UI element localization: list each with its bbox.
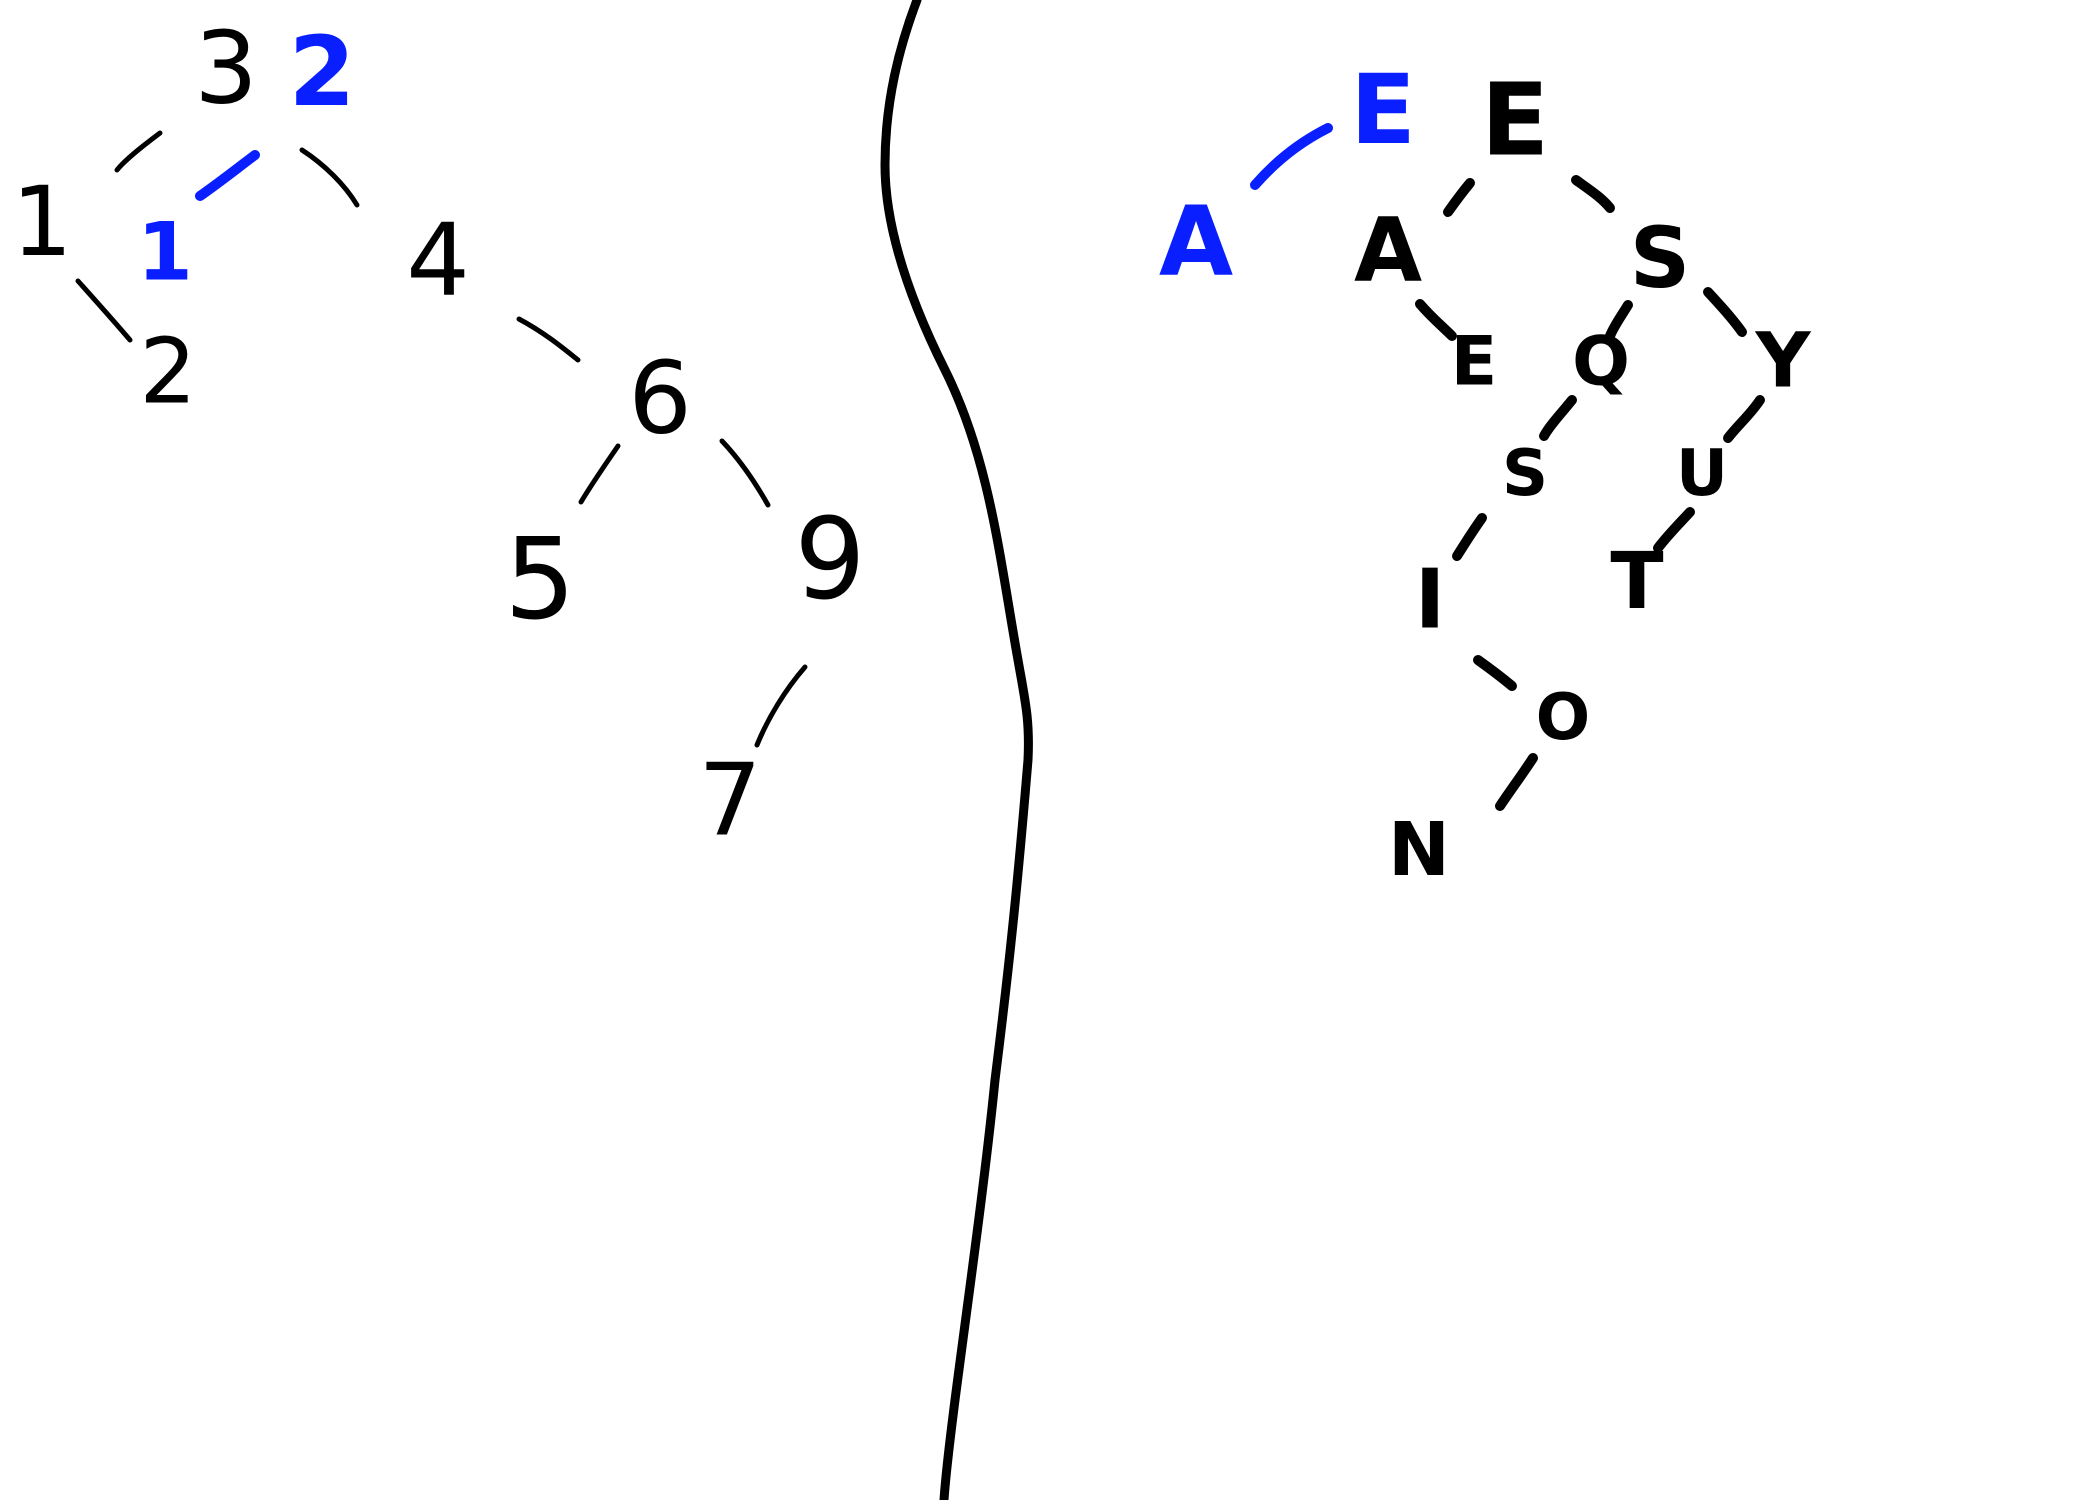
tree-edge-rEblue-rAblue (1250, 123, 1333, 190)
tree-node-n4: 4 (406, 202, 470, 319)
tree-edge-n3-n1a (114, 130, 163, 173)
tree-node-rEblue: E (1350, 54, 1416, 166)
tree-node-rO: O (1536, 681, 1590, 755)
tree-node-rN: N (1388, 807, 1450, 893)
tree-edge-n9-n7 (754, 664, 808, 748)
tree-edge-rQ-rS2 (1539, 395, 1577, 441)
tree-edge-rE-rA (1443, 178, 1475, 217)
tree-edge-n6-n9 (719, 438, 771, 508)
tree-node-rS1: S (1630, 209, 1691, 307)
tree-node-rU: U (1676, 437, 1728, 511)
tree-node-n1a: 1 (11, 166, 72, 278)
tree-edge-rO-rN (1495, 753, 1538, 811)
tree-edge-rA-rE2 (1415, 299, 1457, 341)
tree-edge-rE-rS1 (1571, 175, 1615, 213)
tree-edge-rS2-rI (1452, 513, 1487, 561)
tree-node-rI: I (1415, 553, 1446, 648)
tree-node-rAblue: A (1159, 186, 1233, 298)
tree-edge-rS1-rY (1703, 287, 1747, 337)
divider-line (880, 0, 1033, 1500)
tree-node-n3: 3 (194, 10, 258, 127)
tree-node-rY: Y (1754, 316, 1811, 405)
tree-node-rS2: S (1502, 437, 1548, 511)
tree-edge-n6-n5 (578, 443, 621, 505)
tree-node-n5: 5 (504, 515, 575, 645)
tree-node-n2bottom: 2 (139, 320, 196, 425)
tree-edge-n2top-n1b (195, 150, 260, 201)
tree-node-n2top: 2 (289, 16, 356, 128)
tree-edge-rS1-rQ (1605, 300, 1633, 341)
tree-node-rE2: E (1451, 323, 1497, 402)
tree-edge-rU-rT (1653, 507, 1695, 553)
tree-node-rA: A (1354, 199, 1422, 302)
tree-node-rE: E (1481, 62, 1549, 179)
tree-node-n6: 6 (628, 340, 692, 457)
tree-edge-n1a-n2bottom (75, 278, 133, 343)
tree-node-rT: T (1610, 537, 1663, 627)
tree-node-n9: 9 (794, 495, 865, 625)
tree-node-n7: 7 (698, 742, 762, 859)
tree-node-rQ: Q (1572, 323, 1630, 402)
tree-edge-n4-n6 (516, 316, 581, 363)
tree-edge-rY-rU (1723, 395, 1765, 443)
tree-node-n1b: 1 (137, 206, 193, 299)
tree-edge-rI-rO (1473, 655, 1517, 691)
tree-edge-n2top-n4 (299, 147, 360, 208)
